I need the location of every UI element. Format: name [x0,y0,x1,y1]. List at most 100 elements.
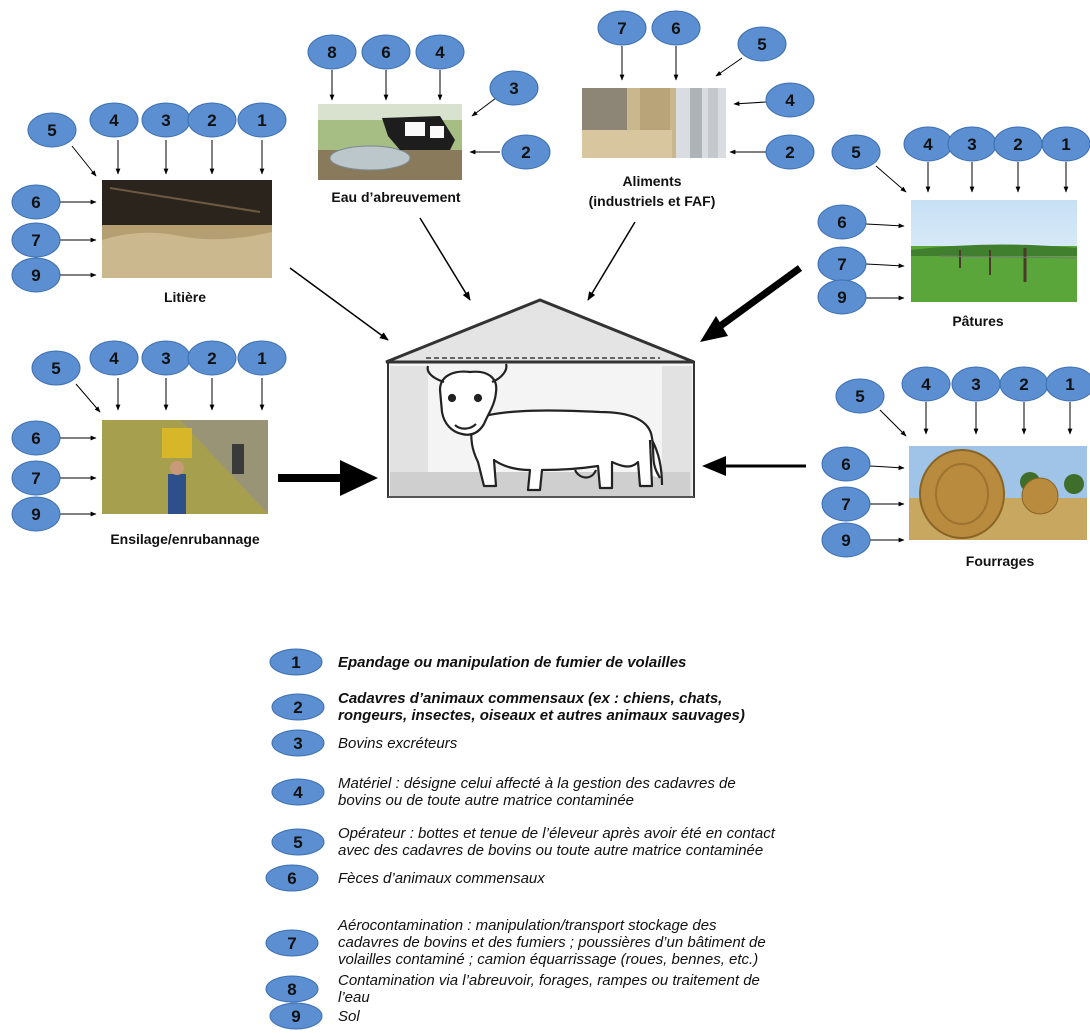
legend-item-5: 5 Opérateur : bottes et tenue de l’éleveu… [271,825,776,859]
legend-text: volailles contaminé ; camion équarrissag… [338,951,758,968]
litiere-bubble-2: 2 [187,102,237,138]
label-aliments-sub: (industriels et FAF) [589,193,716,209]
svg-text:5: 5 [47,121,56,140]
legend-text: rongeurs, insectes, oiseaux et autres an… [338,707,745,724]
svg-text:9: 9 [31,505,40,524]
ensilage-bubble-2: 2 [187,340,237,376]
aliments-bubble-2: 2 [765,134,815,170]
eau-bubble-6: 6 [361,34,411,70]
svg-text:6: 6 [381,43,390,62]
eau-bubble-3: 3 [489,70,539,106]
ensilage-bubble-4: 4 [89,340,139,376]
aliments-bubble-4: 4 [765,82,815,118]
fourrages-photo [909,446,1087,540]
svg-text:3: 3 [509,79,518,98]
legend-text: l’eau [338,989,370,1006]
fourrages-bubble-7: 7 [821,486,871,522]
legend-number: 5 [293,833,302,852]
litiere-bubble-6: 6 [11,184,61,220]
svg-text:7: 7 [841,495,850,514]
legend-text: Opérateur : bottes et tenue de l’éleveur… [338,825,776,842]
fourrages-bubble-9: 9 [821,522,871,558]
legend-bubble [265,929,319,957]
svg-text:4: 4 [109,349,119,368]
legend-item-6: 6 Fèces d’animaux commensaux [265,864,545,892]
svg-text:3: 3 [967,135,976,154]
litiere-bubble-4: 4 [89,102,139,138]
svg-text:1: 1 [1061,135,1070,154]
patures-bubble-7: 7 [817,246,867,282]
svg-text:4: 4 [923,135,933,154]
aliments-bubble-6: 6 [651,10,701,46]
aliments-bubble-5: 5 [737,26,787,62]
litiere-bubble-5: 5 [27,112,77,148]
svg-text:2: 2 [785,143,794,162]
legend-number: 4 [293,783,303,802]
fourrages-bubble-4: 4 [901,366,951,402]
aliments-bubble-7: 7 [597,10,647,46]
fourrages-bubble-6: 6 [821,446,871,482]
ensilage-bubble-3: 3 [141,340,191,376]
legend-bubble [271,729,325,757]
patures-bubble-4: 4 [903,126,953,162]
legend-bubble [265,864,319,892]
legend-bubble [269,1002,323,1030]
legend-text: Contamination via l’abreuvoir, forages, … [338,972,760,989]
legend-bubble [265,975,319,1003]
litiere-bubble-7: 7 [11,222,61,258]
legend-number: 9 [291,1007,300,1026]
svg-text:5: 5 [51,359,60,378]
svg-text:9: 9 [841,531,850,550]
patures-bubble-6: 6 [817,204,867,240]
svg-text:6: 6 [837,213,846,232]
legend-text: Fèces d’animaux commensaux [338,870,545,887]
cow-drawing [426,363,664,492]
svg-text:6: 6 [31,193,40,212]
svg-text:4: 4 [921,375,931,394]
legend-item-2: 2 Cadavres d’animaux commensaux (ex : chi… [271,690,745,724]
svg-text:7: 7 [617,19,626,38]
label-litiere: Litière [164,289,206,305]
eau-photo [318,104,462,180]
legend-number: 6 [287,869,296,888]
ensilage-bubble-6: 6 [11,420,61,456]
svg-text:2: 2 [207,349,216,368]
litiere-photo [102,180,272,278]
svg-text:4: 4 [435,43,445,62]
svg-text:1: 1 [257,349,266,368]
eau-bubble-8: 8 [307,34,357,70]
svg-text:2: 2 [1013,135,1022,154]
litiere-bubble-1: 1 [237,102,287,138]
legend-text: Matériel : désigne celui affecté à la ge… [338,775,736,792]
svg-text:3: 3 [971,375,980,394]
ensilage-bubble-5: 5 [31,350,81,386]
litiere-bubble-3: 3 [141,102,191,138]
svg-text:3: 3 [161,349,170,368]
svg-text:4: 4 [785,91,795,110]
svg-text:4: 4 [109,111,119,130]
svg-text:5: 5 [855,387,864,406]
svg-text:1: 1 [257,111,266,130]
label-eau: Eau d’abreuvement [331,189,460,205]
legend-item-9: 9 Sol [269,1002,360,1030]
legend-text: cadavres de bovins et des fumiers ; pous… [338,934,766,951]
main-arrows [278,217,806,496]
legend-text: Sol [338,1008,360,1025]
svg-text:7: 7 [31,469,40,488]
litiere-bubble-9: 9 [11,257,61,293]
svg-text:6: 6 [31,429,40,448]
fourrages-bubble-1: 1 [1045,366,1090,402]
legend-text: avec des cadavres de bovins ou toute aut… [338,842,763,859]
svg-text:7: 7 [837,255,846,274]
legend-number: 2 [293,698,302,717]
ensilage-photo [102,420,268,514]
legend-text: Cadavres d’animaux commensaux (ex : chie… [338,690,722,707]
legend-text: Epandage ou manipulation de fumier de vo… [338,654,686,671]
svg-text:9: 9 [31,266,40,285]
